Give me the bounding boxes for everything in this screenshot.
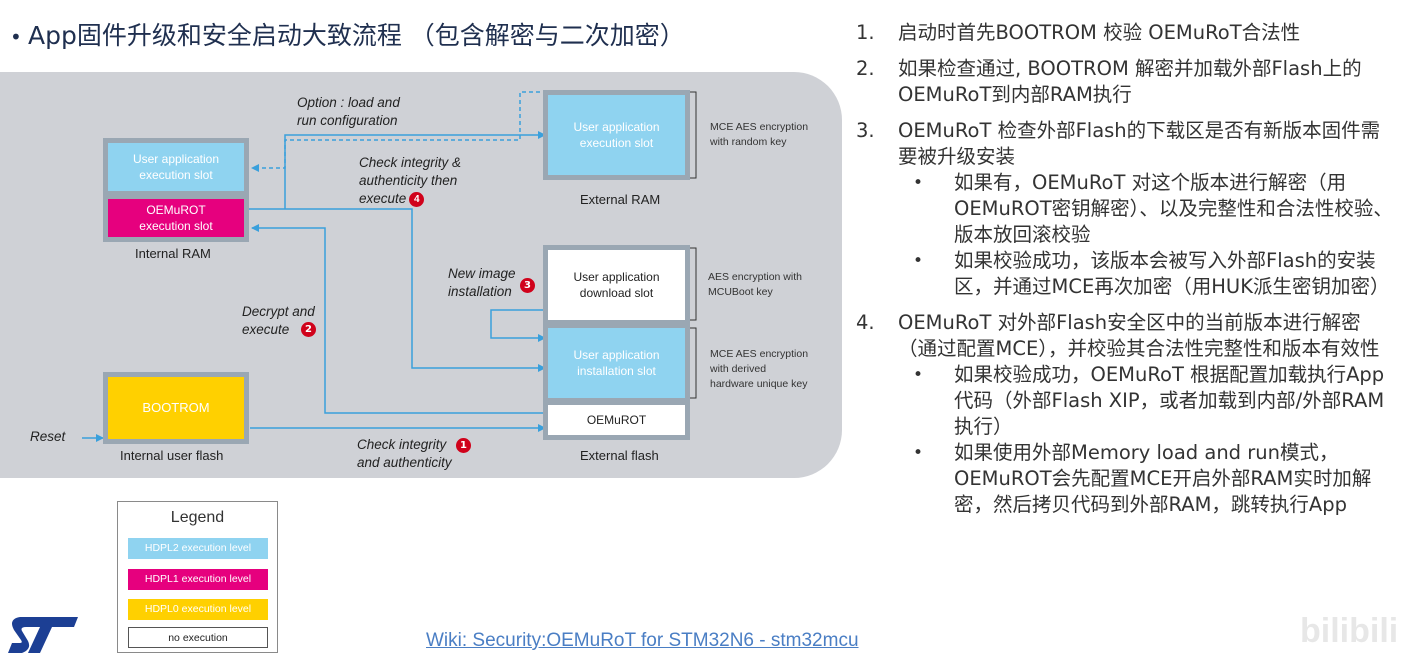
step-3-sub-2-text: 如果校验成功，该版本会被写入外部Flash的安装区，并通过MCE再次加密（用HU… [954,249,1390,298]
arrow-new-image [490,309,546,342]
step-2-text: 如果检查通过, BOOTROM 解密并加载外部Flash上的OEMuRoT到内部… [898,57,1362,106]
bracket-ext-ram [690,91,697,179]
annotation-decrypt-text: Decrypt and execute [242,304,315,337]
step-4-text: OEMuRoT 对外部Flash安全区中的当前版本进行解密（通过配置MCE），并… [898,311,1380,360]
user-app-exec-external: User application execution slot [548,95,685,175]
bilibili-watermark: bilibili [1300,612,1399,650]
note-mce-huk: MCE AES encryption with derived hardware… [710,348,809,390]
slide-title: •App固件升级和安全启动大致流程 （包含解密与二次加密） [10,16,685,52]
legend-hdpl1: HDPL1 execution level [128,569,268,590]
legend-hdpl0: HDPL0 execution level [128,599,268,620]
arrow-exec-to-ram [284,131,546,209]
legend: Legend HDPL2 execution level HDPL1 execu… [117,501,278,653]
step-3-num: 3. [856,119,875,142]
oemurot-flash-box: OEMuROT [548,405,685,435]
annotation-new-image-text: New image installation [448,266,516,299]
step-3-sub-2: • 如果校验成功，该版本会被写入外部Flash的安装区，并通过MCE再次加密（用H… [856,248,1396,300]
arrow-check-execute [249,208,546,372]
step-1-num: 1. [856,21,875,44]
diagram-arrows [82,91,697,442]
note-mce-random: MCE AES encryption with random key [710,121,809,148]
annotation-check-execute-text: Check integrity & authenticity then exec… [359,155,462,206]
step-4-sub-1-text: 如果校验成功，OEMuRoT 根据配置加载执行App代码（外部Flash XIP… [954,363,1385,438]
bracket-install [690,327,697,399]
step-2-num: 2. [856,57,875,80]
annotation-new-image: New image installation [448,265,516,301]
legend-title: Legend [170,509,225,526]
steps-list: 1. 启动时首先BOOTROM 校验 OEMuRoT合法性 2. 如果检查通过,… [856,20,1396,528]
badge-2: 2 [301,322,316,337]
step-1: 1. 启动时首先BOOTROM 校验 OEMuRoT合法性 [856,20,1396,46]
legend-hdpl2: HDPL2 execution level [128,538,268,559]
bullet-dot: • [10,25,22,49]
step-4-sub-2-text: 如果使用外部Memory load and run模式，OEMuROT会先配置M… [954,441,1372,516]
st-logo-icon: ST [6,615,78,653]
label-internal-ram: Internal RAM [135,246,211,261]
annotation-decrypt: Decrypt and execute [242,303,315,339]
step-3: 3. OEMuRoT 检查外部Flash的下载区是否有新版本固件需要被升级安装 … [856,118,1396,300]
arrow-decrypt-execute [251,224,545,414]
legend-no-exec: no execution [128,627,268,648]
step-4-sub-2: • 如果使用外部Memory load and run模式，OEMuROT会先配置… [856,440,1396,518]
step-4-sub-1: • 如果校验成功，OEMuRoT 根据配置加载执行App代码（外部Flash XI… [856,362,1396,440]
bullet-dot: • [913,365,924,385]
step-1-text: 启动时首先BOOTROM 校验 OEMuRoT合法性 [898,21,1301,44]
bullet-dot: • [913,173,924,193]
step-3-sub-1: • 如果有，OEMuRoT 对这个版本进行解密（用OEMuROT密钥解密）、以及完… [856,170,1396,248]
label-external-ram: External RAM [580,192,661,207]
annotation-check-auth: Check integrity and authenticity [357,436,452,472]
step-3-sub-1-text: 如果有，OEMuRoT 对这个版本进行解密（用OEMuROT密钥解密）、以及完整… [954,171,1393,246]
user-app-download-slot: User application download slot [548,250,685,320]
annotation-check-auth-text: Check integrity and authenticity [357,437,452,470]
arrow-option-dashed [251,91,540,172]
bullet-dot: • [913,251,924,271]
bootrom-box: BOOTROM [108,377,244,439]
badge-4: 4 [409,191,425,207]
badge-1: 1 [456,438,471,453]
label-external-flash: External flash [580,448,659,463]
step-4: 4. OEMuRoT 对外部Flash安全区中的当前版本进行解密（通过配置MCE… [856,310,1396,518]
note-aes-mcuboot: AES encryption with MCUBoot key [708,271,802,298]
annotation-option: Option : load and run configuration [297,95,400,128]
step-2: 2. 如果检查通过, BOOTROM 解密并加载外部Flash上的OEMuRoT… [856,56,1396,108]
label-reset: Reset [30,429,66,444]
user-app-exec-internal: User application execution slot [108,143,244,191]
label-internal-flash: Internal user flash [120,448,224,463]
wiki-link[interactable]: Wiki: Security:OEMuRoT for STM32N6 - stm… [426,630,859,651]
oemurot-exec-slot: OEMuROT execution slot [108,199,244,237]
st-logo-text: ST [6,615,8,616]
step-4-num: 4. [856,311,875,334]
badge-3: 3 [520,278,535,293]
slide-title-text: App固件升级和安全启动大致流程 （包含解密与二次加密） [28,21,685,50]
user-app-install-slot: User application installation slot [548,328,685,398]
annotation-check-execute: Check integrity & authenticity then exec… [359,154,461,208]
bracket-download [690,247,697,321]
bullet-dot: • [913,443,924,463]
step-3-text: OEMuRoT 检查外部Flash的下载区是否有新版本固件需要被升级安装 [898,119,1381,168]
